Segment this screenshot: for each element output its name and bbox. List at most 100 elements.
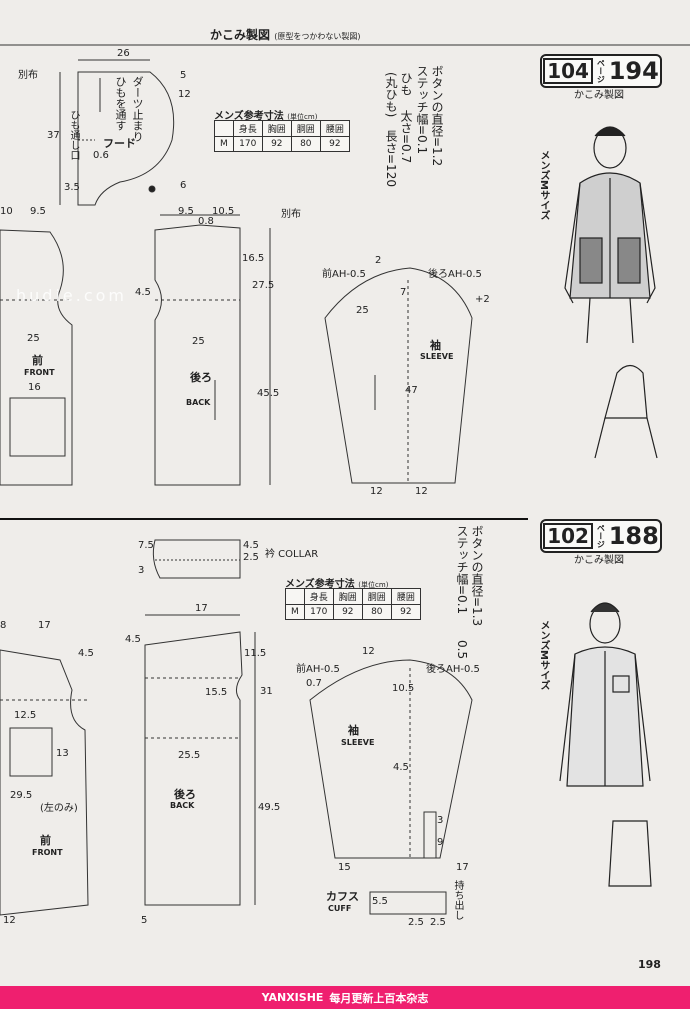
front-ah-label-bottom: 前AH-0.5 (296, 664, 340, 675)
table-header: 胸囲 (332, 588, 363, 605)
dim-17-sleeve: 17 (456, 862, 469, 873)
table-cell: 80 (361, 604, 392, 620)
bottom-page-num: 188 (608, 522, 659, 550)
table-header: 腰囲 (390, 588, 421, 605)
dim-275: 27.5 (252, 280, 275, 291)
sleeve-label-en: SLEEVE (420, 352, 454, 361)
bottom-note-3: 0.5 (455, 640, 469, 660)
dim-155: 15.5 (205, 687, 228, 698)
watermark: hudie.com (16, 286, 127, 305)
separate-cloth-label: 別布 (18, 70, 38, 81)
table-cell: 92 (319, 136, 350, 152)
top-measure-table: 身長 胸囲 胴囲 腰囲 M 170 92 80 92 (214, 120, 350, 152)
back-piece-bottom (144, 631, 243, 906)
sleeve-piece-bottom (309, 659, 473, 859)
top-note-5: 太さ=0.7 (399, 110, 413, 164)
footer-banner: YANXISHE 每月更新上百本杂志 (0, 986, 690, 1009)
table-cell: 92 (332, 604, 363, 620)
header-subtitle: (原型をつかわない製図) (274, 32, 361, 41)
back-label-bottom: 後ろ (174, 788, 196, 801)
table-header (285, 588, 305, 605)
dim-12-sleeve-a: 12 (370, 486, 383, 497)
sleeve-piece (324, 267, 473, 484)
pocket-piece (9, 397, 66, 457)
dim-105-sleeve: 10.5 (392, 683, 415, 694)
front-piece-bottom (0, 649, 89, 916)
table-cell: 170 (303, 604, 334, 620)
dim-495: 49.5 (258, 802, 281, 813)
dim-45-front: 4.5 (78, 648, 94, 659)
dim-95-back: 9.5 (178, 206, 194, 217)
dim-3-placket: 3 (437, 815, 444, 826)
top-note-4: (丸ひも) (384, 72, 398, 118)
hood-note: ひもを通す (114, 76, 127, 131)
dim-31: 31 (260, 686, 273, 697)
dim-75: 7.5 (138, 540, 154, 551)
dim-5: 5 (180, 70, 187, 81)
bottom-measure-table: 身長 胸囲 胴囲 腰囲 M 170 92 80 92 (285, 588, 421, 620)
top-table-title-text: メンズ参考寸法 (214, 111, 284, 122)
table-header: 胴囲 (361, 588, 392, 605)
cuff-piece (369, 891, 447, 915)
dim-37: 37 (47, 130, 60, 141)
dim-55: 5.5 (372, 896, 388, 907)
back-piece (154, 224, 241, 486)
dim-47: 47 (405, 385, 418, 396)
dim-25-sleeve: 25 (356, 305, 369, 316)
dim-125: 12.5 (14, 710, 37, 721)
dim-45-sleeve: 4.5 (393, 762, 409, 773)
left-only-note: (左のみ) (40, 803, 78, 814)
dart-stop: ダーツ止まり (131, 76, 144, 142)
dim-plus2: +2 (475, 294, 490, 305)
top-table-unit: (単位cm) (287, 113, 318, 121)
top-note-6: 長さ=120 (384, 130, 398, 187)
shirt-illustration (559, 602, 652, 887)
sleeve-placket (423, 811, 437, 859)
back-label-en: BACK (186, 398, 211, 407)
front-piece (0, 229, 73, 486)
top-page-ref-box: 104 ページ 194 (540, 54, 662, 88)
front-label-en-bottom: FRONT (32, 848, 63, 857)
header-title: かこみ製図 (210, 28, 271, 42)
back-ah-label: 後ろAH-0.5 (428, 269, 482, 280)
bottom-page-ref: 102 (543, 523, 593, 549)
dim-10: 10 (0, 206, 13, 217)
dim-45: 4.5 (135, 287, 151, 298)
footer-text: 每月更新上百本杂志 (329, 991, 429, 1005)
bottom-note-1: ボタンの直径=1.3 (470, 525, 484, 627)
dim-45-collar: 4.5 (243, 540, 259, 551)
bottom-table-unit: (単位cm) (358, 581, 389, 589)
dim-25-cuff-a: 2.5 (408, 917, 424, 928)
table-header: 身長 (303, 588, 334, 605)
dim-35: 3.5 (64, 182, 80, 193)
top-note-3: ひも (399, 72, 413, 96)
dim-6: 6 (180, 180, 187, 191)
dim-25-cuff-b: 2.5 (430, 917, 446, 928)
separate-cloth-label-2: 別布 (281, 209, 301, 220)
bottom-size-label: メンズMサイズ (538, 620, 549, 690)
dim-295: 29.5 (10, 790, 33, 801)
dim-8: 8 (0, 620, 7, 631)
back-label: 後ろ (190, 371, 212, 384)
cuff-label: カフス (326, 890, 359, 903)
back-ah-label-bottom: 後ろAH-0.5 (426, 664, 480, 675)
bottom-page-caption: かこみ製図 (574, 555, 624, 566)
collar-piece (152, 539, 241, 579)
bottom-page-ref-suffix: ページ (596, 524, 606, 548)
dim-16: 16 (28, 382, 41, 393)
collar-label: 衿 COLLAR (265, 549, 319, 560)
dim-455: 45.5 (257, 388, 280, 399)
table-cell: 92 (261, 136, 292, 152)
dim-255: 25.5 (178, 750, 201, 761)
string-tube-note: ひも通し口 (68, 110, 79, 160)
dim-06: 0.6 (93, 150, 109, 161)
table-header: 腰囲 (319, 120, 350, 137)
sleeve-label-bottom: 袖 (348, 724, 359, 737)
bottom-page-ref-box: 102 ページ 188 (540, 519, 662, 553)
dim-95: 9.5 (30, 206, 46, 217)
hood-label: フード (103, 137, 136, 150)
